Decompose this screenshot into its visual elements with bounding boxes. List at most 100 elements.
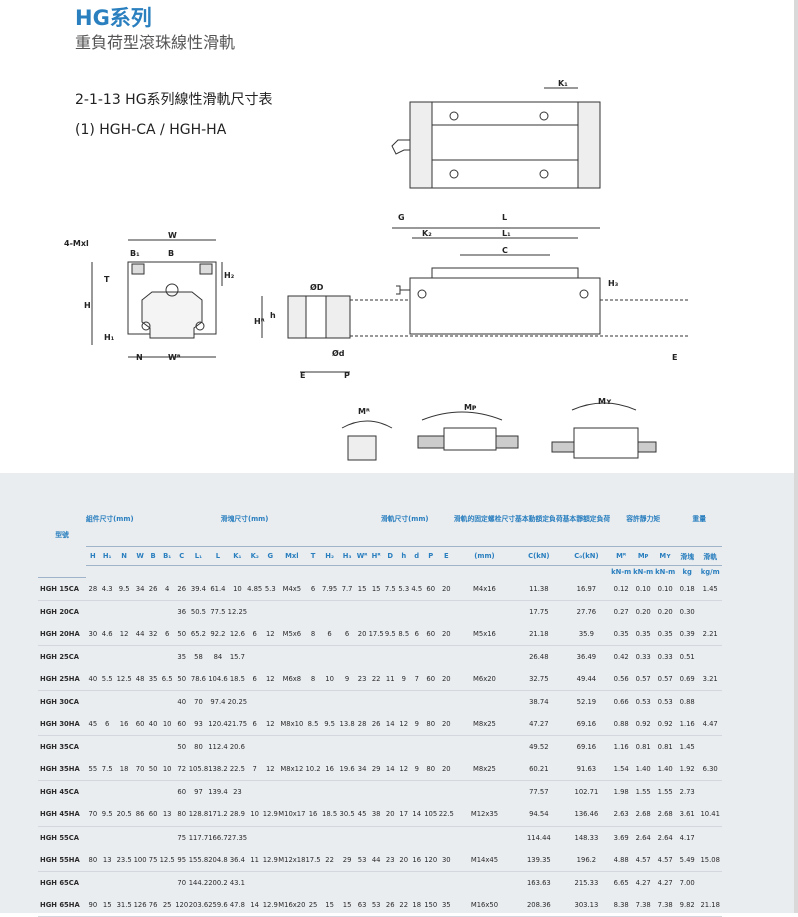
- page-title: HG系列: [75, 6, 152, 30]
- table-cell: 4.27: [635, 878, 651, 887]
- table-cell: 139.35: [515, 848, 563, 872]
- table-cell: 60: [174, 713, 189, 737]
- sub-header-cell: L₁: [188, 546, 209, 566]
- table-cell: [698, 826, 722, 849]
- table-cell: 18.5: [320, 803, 339, 827]
- table-cell: 47.27: [515, 713, 563, 737]
- table-cell: [278, 690, 305, 713]
- table-cell: M12x18: [278, 848, 306, 872]
- table-cell: 32.75: [515, 667, 563, 691]
- table-cell: [147, 690, 160, 713]
- side-view-drawing: [350, 227, 690, 337]
- table-cell: [100, 690, 115, 713]
- table-cell: [115, 600, 134, 623]
- table-cell: [423, 690, 439, 713]
- unit-cell-empty: [160, 566, 175, 578]
- table-cell: 4.57: [632, 848, 655, 872]
- table-cell: 44: [133, 622, 147, 646]
- table-cell: 26.48: [529, 652, 549, 661]
- table-cell: 0.42: [613, 652, 629, 661]
- table-cell: [411, 645, 423, 668]
- table-cell: 10: [247, 803, 263, 827]
- table-cell: 16.97: [562, 577, 611, 601]
- table-cell: 36.4: [227, 848, 248, 872]
- table-cell: 49.44: [562, 667, 611, 691]
- table-cell: 35.9: [562, 622, 611, 646]
- table-cell: 27.76: [576, 607, 597, 616]
- sub-header-cell: C₀(kN): [562, 546, 611, 566]
- label-c: C: [502, 246, 508, 255]
- table-cell: 8: [305, 667, 321, 691]
- table-cell: 0.33: [657, 652, 673, 661]
- col-dynamic: 基本動額定負荷: [515, 490, 563, 547]
- sub-header-cell: B: [146, 546, 160, 566]
- table-cell: 14: [383, 713, 397, 737]
- table-cell: 12.5: [114, 667, 134, 691]
- table-cell: [100, 871, 115, 894]
- table-cell: 12: [396, 758, 411, 782]
- table-cell: 12: [396, 713, 411, 737]
- table-cell: 1.55: [657, 788, 673, 797]
- table-cell: 303.13: [562, 893, 611, 917]
- sub-header-cell: Hᴿ: [368, 546, 384, 566]
- table-cell: 28: [86, 577, 100, 601]
- table-cell: 12.9: [262, 893, 279, 917]
- table-cell: [339, 690, 356, 713]
- table-cell: 22: [320, 848, 339, 872]
- table-cell: 0.12: [610, 577, 633, 601]
- table-cell: M4x16: [453, 577, 516, 601]
- label-t: T: [104, 275, 110, 284]
- table-cell: 1.45: [679, 743, 695, 752]
- table-cell: [411, 690, 423, 713]
- model-cell: HGH 30CA: [40, 698, 80, 707]
- table-cell: [160, 600, 175, 623]
- table-cell: 12: [114, 622, 134, 646]
- col-bolt: 滑軌的固定螺栓尺寸: [453, 490, 516, 547]
- table-cell: 7.5: [99, 758, 115, 782]
- unit-cell-empty: [247, 566, 262, 578]
- table-cell: [278, 871, 305, 894]
- table-cell: 18: [410, 893, 423, 917]
- table-cell: [100, 781, 115, 804]
- table-cell: [305, 600, 320, 623]
- table-cell: [278, 736, 305, 759]
- table-cell: [369, 600, 384, 623]
- table-cell: 50.5: [190, 607, 207, 616]
- col-weight: 重量: [676, 490, 723, 547]
- table-cell: 171.2: [208, 803, 228, 827]
- table-cell: 20: [438, 667, 454, 691]
- table-cell: 20: [438, 622, 454, 646]
- table-cell: 14: [247, 893, 263, 917]
- table-cell: 12: [262, 622, 279, 646]
- table-cell: 97.4: [210, 698, 226, 707]
- table-cell: 80: [174, 803, 189, 827]
- table-cell: 20: [355, 622, 369, 646]
- table-cell: 36.49: [576, 652, 597, 661]
- sub-header-cell: H: [86, 546, 100, 566]
- table-cell: 4.88: [610, 848, 633, 872]
- table-cell: 4.17: [679, 833, 695, 842]
- table-cell: 9: [410, 758, 423, 782]
- table-cell: 23.5: [114, 848, 134, 872]
- spec-table: 型號 組件尺寸(mm) 滑塊尺寸(mm) 滑軌尺寸(mm) 滑軌的固定螺栓尺寸 …: [38, 490, 723, 917]
- model-cell: HGH 15CA: [38, 577, 86, 601]
- table-cell: [262, 781, 278, 804]
- table-cell: [134, 781, 147, 804]
- table-cell: [321, 600, 339, 623]
- table-cell: 25: [159, 893, 175, 917]
- table-cell: 60: [422, 622, 439, 646]
- table-cell: 9.5: [99, 803, 115, 827]
- unit-cell-empty: [563, 566, 611, 578]
- table-cell: 120: [174, 893, 189, 917]
- table-cell: 23: [355, 667, 369, 691]
- table-cell: [423, 736, 439, 759]
- table-cell: 0.66: [613, 698, 629, 707]
- unit-cell-empty: [208, 566, 227, 578]
- table-cell: 80: [422, 713, 439, 737]
- table-cell: [423, 781, 439, 804]
- table-cell: 9.82: [676, 893, 699, 917]
- table-cell: 21.18: [515, 622, 563, 646]
